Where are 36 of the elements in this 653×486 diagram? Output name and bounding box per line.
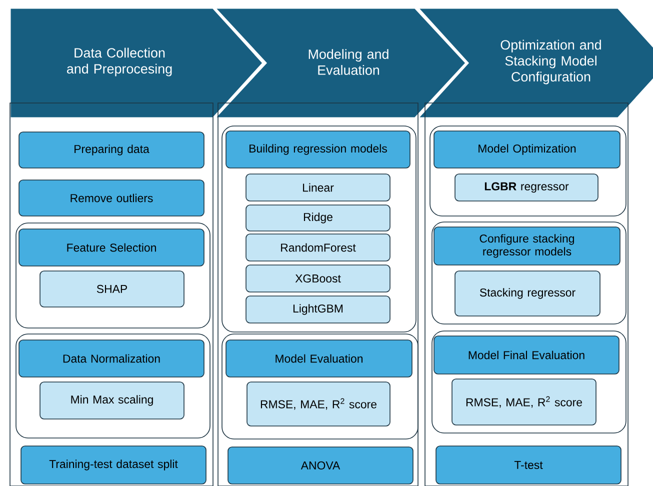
group-outline: [432, 222, 626, 324]
method-box: Ridge: [246, 204, 390, 232]
step-box: Remove outliers: [18, 180, 204, 216]
method-box: SHAP: [40, 270, 184, 308]
chevron-header: Modeling and Evaluation: [213, 7, 468, 119]
group-outline: [16, 222, 210, 328]
step-box: Model Optimization: [434, 130, 620, 168]
step-box: Training-test dataset split: [20, 446, 206, 484]
method-box: LightGBM: [246, 296, 390, 324]
group-outline: [222, 126, 416, 332]
method-box: LGBR regressor: [454, 174, 598, 202]
method-box: RandomForest: [246, 234, 390, 262]
step-box: T-test: [436, 446, 622, 484]
method-box: RMSE, MAE, R$^{2}$ score: [246, 382, 390, 426]
column-panel: [218, 102, 418, 486]
step-box: ANOVA: [228, 446, 414, 484]
group-outline: [16, 334, 210, 438]
group-outline: [432, 330, 626, 434]
node-label: Optimization and Stacking Model Configuration: [500, 40, 601, 84]
column-panel: [424, 102, 628, 486]
step-box: Building regression models: [226, 130, 410, 168]
chevron-header: Optimization and Stacking Model Configuration: [416, 7, 653, 119]
method-box: Linear: [246, 174, 390, 202]
step-box: Data Normalization: [18, 340, 204, 378]
step-box: Model Evaluation: [226, 340, 412, 378]
method-box: Stacking regressor: [454, 270, 600, 316]
step-box: Model Final Evaluation: [434, 336, 620, 374]
method-box: Min Max scaling: [40, 382, 184, 420]
method-box: RMSE, MAE, R$^{2}$ score: [452, 378, 596, 426]
step-box: Configure stacking regressor models: [434, 226, 620, 266]
method-box: XGBoost: [246, 264, 390, 292]
column-panel: [10, 102, 214, 486]
step-box: Preparing data: [18, 132, 204, 168]
group-outline: [222, 334, 418, 440]
group-outline: [430, 126, 626, 216]
step-box: Feature Selection: [18, 228, 204, 266]
